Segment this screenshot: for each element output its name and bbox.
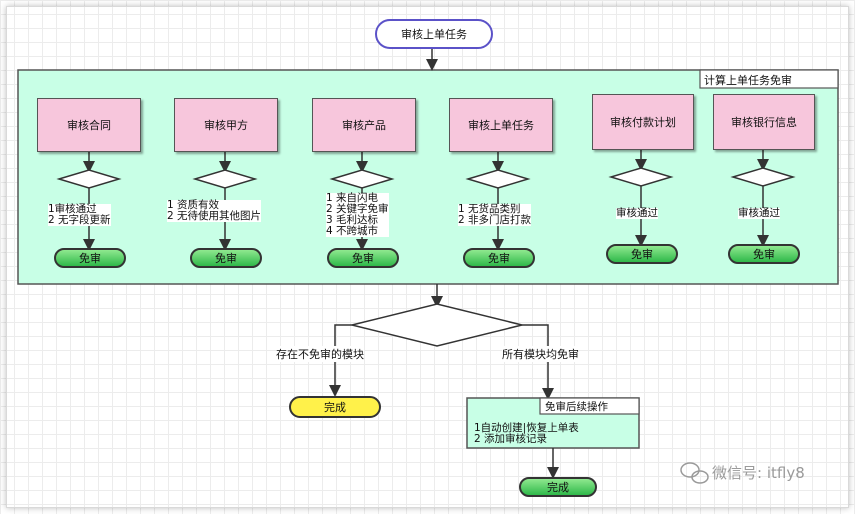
result-payment-plan: 免审 xyxy=(606,244,678,264)
image-frame xyxy=(6,6,849,508)
branch-right-label: 所有模块均免审 xyxy=(502,346,579,362)
group-label-box xyxy=(699,69,839,89)
result-product: 免审 xyxy=(327,248,399,268)
end-node-right: 完成 xyxy=(519,477,597,497)
post-title: 免审后续操作 xyxy=(545,401,608,413)
box-contract: 审核合同 xyxy=(37,98,141,152)
result-listing-task: 免审 xyxy=(463,248,535,268)
branch-left-label: 存在不免审的模块 xyxy=(276,346,364,362)
box-listing-task: 审核上单任务 xyxy=(449,98,553,152)
result-bank-info: 免审 xyxy=(728,244,800,264)
box-party-a: 审核甲方 xyxy=(174,98,278,152)
wechat-icon xyxy=(680,462,709,484)
conditions-bank-info: 审核通过 xyxy=(738,207,780,219)
group-label: 计算上单任务免审 xyxy=(704,74,792,87)
group-panel xyxy=(17,69,839,285)
arrow-left-branch xyxy=(329,324,352,397)
end-node-left: 完成 xyxy=(289,396,381,418)
decision-diamond xyxy=(351,303,523,347)
post-title-box xyxy=(539,397,640,415)
box-payment-plan: 审核付款计划 xyxy=(592,94,694,150)
watermark: 微信号: itfly8 xyxy=(712,464,805,482)
conditions-payment-plan: 审核通过 xyxy=(616,207,658,219)
result-contract: 免审 xyxy=(54,248,126,268)
box-product: 审核产品 xyxy=(312,98,416,152)
box-bank-info: 审核银行信息 xyxy=(713,94,815,150)
start-node: 审核上单任务 xyxy=(375,19,493,49)
result-party-a: 免审 xyxy=(190,248,262,268)
arrow-right-branch xyxy=(522,324,554,400)
